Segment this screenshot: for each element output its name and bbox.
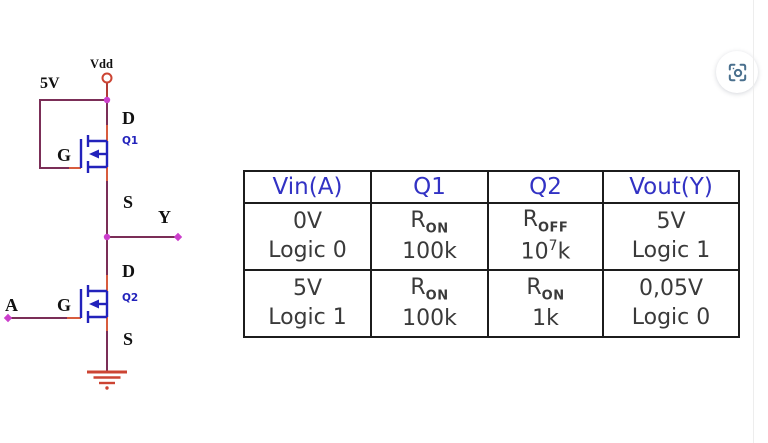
vdd-label: Vdd (90, 57, 113, 71)
transistor-q1-symbol (79, 133, 109, 175)
transistor-q2-symbol (79, 283, 109, 325)
table-row: 5V Logic 1 RON 100k RON 1k 0,05V Logic 0 (243, 269, 740, 338)
cell-vin: 5V Logic 1 (243, 269, 372, 338)
vdd-junction-dot (103, 96, 111, 104)
wires (7, 81, 179, 372)
ground-symbol (87, 370, 127, 390)
col-header-q1: Q1 (370, 170, 489, 204)
q1-source-label: S (123, 192, 133, 212)
cell-q1: RON 100k (370, 202, 489, 271)
col-header-q2: Q2 (487, 170, 604, 204)
vdd-terminal (101, 72, 113, 84)
supply-voltage-label: 5V (40, 75, 60, 92)
search-by-image-button[interactable] (716, 51, 758, 93)
cell-q1: RON 100k (370, 269, 489, 338)
input-terminal (3, 313, 13, 323)
q1-name-label: Q1 (122, 135, 138, 147)
col-header-vin: Vin(A) (243, 170, 372, 204)
output-terminal (173, 232, 183, 242)
output-label: Y (158, 207, 171, 227)
col-header-vout: Vout(Y) (602, 170, 740, 204)
net-junctions (3, 96, 183, 323)
q1-gate-label: G (57, 145, 71, 165)
cell-vout: 5V Logic 1 (602, 202, 740, 271)
cell-vout: 0,05V Logic 0 (602, 269, 740, 338)
gate-feedback-loop (39, 99, 108, 169)
q2-gate-label: G (57, 295, 71, 315)
nmos-inverter-schematic: Vdd 5V D Q1 G S Y D Q2 G A S (3, 57, 183, 390)
cell-q2: ROFF 107k (487, 202, 604, 271)
cell-q2: RON 1k (487, 269, 604, 338)
camera-lens-icon (728, 63, 746, 81)
q2-name-label: Q2 (122, 292, 138, 304)
q1-drain-label: D (122, 108, 135, 128)
input-label: A (5, 295, 18, 315)
output-junction-dot (103, 233, 111, 241)
cell-vin: 0V Logic 0 (243, 202, 372, 271)
truth-table: Vin(A) Q1 Q2 Vout(Y) 0V Logic 0 RON 100k… (243, 170, 740, 338)
table-header-row: Vin(A) Q1 Q2 Vout(Y) (243, 170, 740, 204)
page-edge-divider (753, 0, 754, 443)
q2-source-label: S (123, 329, 133, 349)
q2-drain-label: D (122, 261, 135, 281)
table-row: 0V Logic 0 RON 100k ROFF 107k 5V Logic 1 (243, 202, 740, 271)
